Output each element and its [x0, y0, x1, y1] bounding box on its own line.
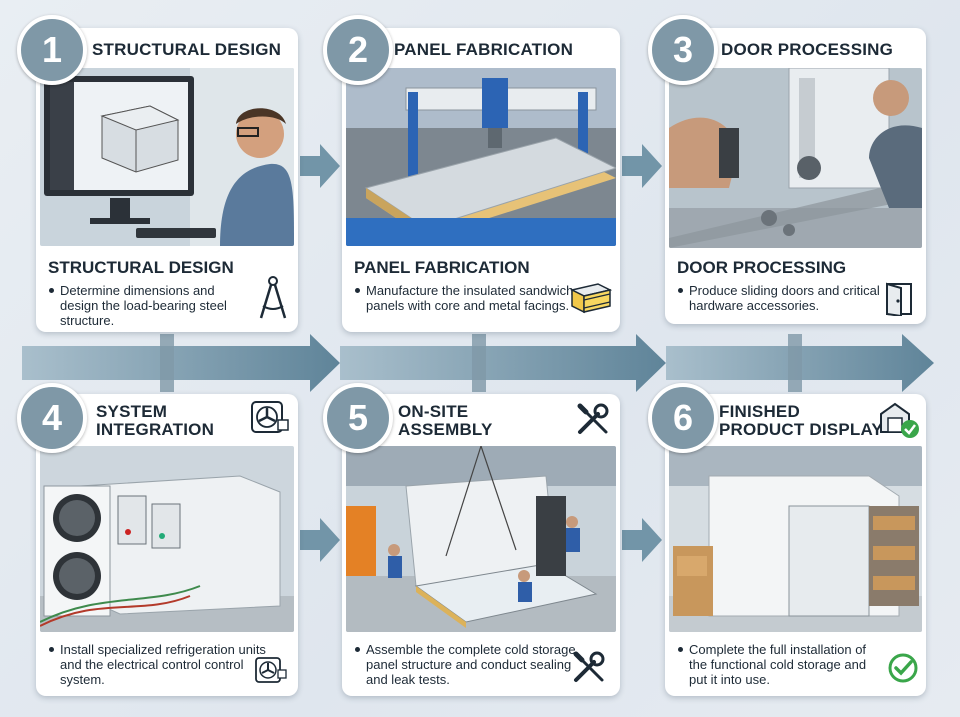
step-description: Determine dimensions and design the load… [48, 283, 246, 328]
step-photo-system-integration [40, 446, 294, 632]
check-circle-icon [888, 653, 918, 683]
door-icon [886, 282, 912, 316]
step-photo-on-site-assembly [346, 446, 616, 632]
step-photo-panel-fabrication [346, 68, 616, 246]
step-title: PANEL FABRICATION [354, 258, 530, 277]
step-card-3: DOOR PROCESSING DOOR PROCESSING Produce … [665, 28, 926, 324]
step-number-badge-3: 3 [648, 15, 718, 85]
step-description-text: Assemble the complete cold storage panel… [354, 642, 576, 687]
process-flow-band [22, 334, 934, 392]
step-card-1: STRUCTURAL DESIGN STRUCTURAL DESIGN Dete… [36, 28, 298, 332]
step-photo-structural-design [40, 68, 294, 246]
step-heading: SYSTEM INTEGRATION [96, 402, 215, 439]
step-description-text: Produce sliding doors and critical hardw… [677, 283, 889, 313]
step-heading: PANEL FABRICATION [394, 40, 574, 59]
flow-arrow-5-6 [622, 518, 662, 562]
step-description-text: Complete the full installation of the fu… [677, 642, 885, 687]
step-heading: FINISHED PRODUCT DISPLAY [719, 402, 883, 439]
step-description-text: Install specialized refrigeration units … [48, 642, 280, 687]
step-number-badge-4: 4 [17, 383, 87, 453]
fan-chip-icon [251, 401, 289, 433]
step-number-badge-1: 1 [17, 15, 87, 85]
wrench-screwdriver-icon-small [573, 651, 605, 682]
step-photo-door-processing [669, 68, 922, 248]
step-number-badge-6: 6 [648, 383, 718, 453]
step-description: Complete the full installation of the fu… [677, 642, 885, 687]
step-description: Assemble the complete cold storage panel… [354, 642, 576, 687]
step-heading: STRUCTURAL DESIGN [92, 40, 282, 59]
step-number-badge-5: 5 [323, 383, 393, 453]
step-title: DOOR PROCESSING [677, 258, 847, 277]
flow-arrow-1-2 [300, 144, 340, 188]
step-card-2: PANEL FABRICATION PANEL FABRICATION Manu… [342, 28, 620, 332]
step-photo-finished-product [669, 446, 922, 632]
step-description-text: Determine dimensions and design the load… [48, 283, 246, 328]
step-description: Install specialized refrigeration units … [48, 642, 280, 687]
step-heading: DOOR PROCESSING [721, 40, 894, 59]
step-card-4: SYSTEM INTEGRATION Install specialized r… [36, 394, 298, 696]
step-title: STRUCTURAL DESIGN [48, 258, 234, 277]
step-description-text: Manufacture the insulated sandwich panel… [354, 283, 576, 313]
flow-arrow-2-3 [622, 144, 662, 188]
step-number-badge-2: 2 [323, 15, 393, 85]
flow-arrow-4-5 [300, 518, 340, 562]
step-heading: ON-SITE ASSEMBLY [398, 402, 493, 439]
drafting-compass-icon [259, 276, 287, 319]
step-description: Manufacture the insulated sandwich panel… [354, 283, 576, 313]
step-description: Produce sliding doors and critical hardw… [677, 283, 889, 313]
warehouse-check-icon [880, 402, 919, 438]
fan-chip-icon-small [255, 657, 287, 683]
wrench-screwdriver-icon [577, 403, 609, 434]
step-card-6: FINISHED PRODUCT DISPLAY Complete the fu… [665, 394, 926, 696]
step-card-5: ON-SITE ASSEMBLY Assemble the complete c… [342, 394, 620, 696]
sandwich-panel-icon [569, 283, 612, 314]
